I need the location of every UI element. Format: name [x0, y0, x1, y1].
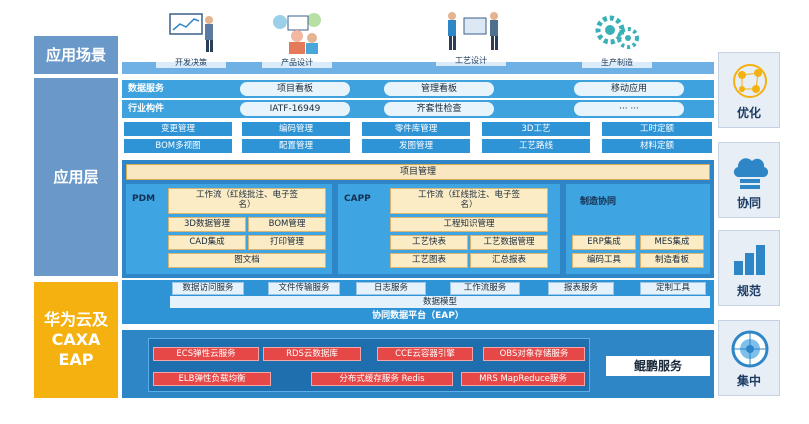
item-more: ··· ··· — [574, 102, 684, 116]
project-management-bar: 项目管理 — [126, 164, 710, 180]
row-data-service: 数据服务 项目看板 管理看板 移动应用 — [122, 80, 714, 98]
capp-quick-table: 工艺快表 — [390, 235, 468, 250]
scene-caption: 开发决策 — [156, 57, 226, 68]
capp-summary: 汇总报表 — [470, 253, 548, 268]
cloud-server-icon — [733, 158, 769, 189]
item-parts-library: 零件库管理 — [362, 122, 470, 136]
item-bom-views: BOM多视图 — [124, 139, 232, 153]
svc-log: 日志服务 — [356, 282, 426, 295]
scene-production: 生产制造 — [582, 10, 652, 68]
item-kitting-check: 齐套性检查 — [384, 102, 494, 116]
svc-elb: ELB弹性负载均衡 — [153, 372, 271, 386]
item-labor-quota: 工时定额 — [602, 122, 712, 136]
right-card-centralize: 集中 — [718, 320, 780, 396]
scene-caption: 生产制造 — [582, 57, 652, 68]
svc-redis: 分布式缓存服务 Redis — [311, 372, 453, 386]
svc-custom-tools: 定制工具 — [640, 282, 706, 295]
network-icon — [733, 64, 767, 98]
right-label: 优化 — [736, 106, 761, 120]
svc-obs: OBS对象存储服务 — [483, 347, 585, 361]
row-management-2: BOM多视图 配置管理 发图管理 工艺路线 材料定额 — [122, 139, 714, 153]
item-management-board: 管理看板 — [384, 82, 494, 96]
mfg-coding-tool: 编码工具 — [572, 253, 636, 268]
item-project-board: 项目看板 — [240, 82, 350, 96]
item-process-route: 工艺路线 — [482, 139, 590, 153]
label-application-layer: 应用层 — [34, 78, 118, 276]
item-3d-process: 3D工艺 — [482, 122, 590, 136]
mfg-erp: ERP集成 — [572, 235, 636, 250]
label-application-scenarios: 应用场景 — [34, 36, 118, 74]
scene-caption: 产品设计 — [262, 57, 332, 68]
presentation-icon — [169, 13, 213, 52]
eap-platform: 数据访问服务 文件传输服务 日志服务 工作流服务 报表服务 定制工具 数据模型 … — [122, 280, 714, 324]
mfg-board: 制造看板 — [640, 253, 704, 268]
label-huawei-cloud-caxa-eap: 华为云及 CAXA EAP — [34, 282, 118, 398]
item-release-mgmt: 发图管理 — [362, 139, 470, 153]
capp-process-data: 工艺数据管理 — [470, 235, 548, 250]
capp-workflow: 工作流（红线批注、电子签名） — [390, 188, 548, 214]
label-cloud-text: 华为云及 CAXA EAP — [43, 310, 108, 369]
kunpeng-services-block: ECS弹性云服务 RDS云数据库 CCE云容器引擎 OBS对象存储服务 ELB弹… — [122, 330, 714, 398]
item-mobile-app: 移动应用 — [574, 82, 684, 96]
mfg-mes: MES集成 — [640, 235, 704, 250]
svc-cce: CCE云容器引擎 — [377, 347, 473, 361]
pdm-print: 打印管理 — [248, 235, 326, 250]
eap-title: 协同数据平台（EAP） — [372, 311, 464, 321]
panel-capp: CAPP 工作流（红线批注、电子签名） 工程知识管理 工艺快表 工艺数据管理 工… — [338, 184, 560, 274]
item-material-quota: 材料定额 — [602, 139, 712, 153]
svc-mrs: MRS MapReduce服务 — [461, 372, 585, 386]
row-management-1: 变更管理 编码管理 零件库管理 3D工艺 工时定额 — [122, 122, 714, 136]
svc-workflow: 工作流服务 — [450, 282, 520, 295]
svc-report: 报表服务 — [548, 282, 614, 295]
capp-process-chart: 工艺图表 — [390, 253, 468, 268]
svc-data-access: 数据访问服务 — [172, 282, 244, 295]
panel-pdm: PDM 工作流（红线批注、电子签名） 3D数据管理 BOM管理 CAD集成 打印… — [126, 184, 332, 274]
scene-decision: 开发决策 — [156, 10, 226, 68]
pdm-documents: 图文档 — [168, 253, 326, 268]
scene-product-design: 产品设计 — [262, 10, 332, 68]
pdm-bom: BOM管理 — [248, 217, 326, 232]
scene-caption: 工艺设计 — [436, 55, 506, 66]
design-team-icon — [273, 13, 321, 54]
target-icon — [731, 330, 769, 368]
item-change-mgmt: 变更管理 — [124, 122, 232, 136]
right-label: 规范 — [736, 284, 761, 298]
row-title: 行业构件 — [128, 104, 165, 114]
capp-knowledge: 工程知识管理 — [390, 217, 548, 232]
panel-manufacturing: 制造协同 ERP集成 MES集成 编码工具 制造看板 — [566, 184, 710, 274]
engineers-icon — [448, 12, 498, 50]
right-card-collaborate: 协同 — [718, 142, 780, 218]
gears-icon — [595, 15, 639, 49]
row-industry-components: 行业构件 IATF-16949 齐套性检查 ··· ··· — [122, 100, 714, 118]
row-title: 数据服务 — [128, 84, 165, 94]
svc-ecs: ECS弹性云服务 — [153, 347, 259, 361]
right-card-standardize: 规范 — [718, 230, 780, 306]
pdm-cad: CAD集成 — [168, 235, 246, 250]
pdm-3d-data: 3D数据管理 — [168, 217, 246, 232]
panel-title: CAPP — [344, 194, 371, 204]
blocks-icon — [734, 245, 765, 275]
scene-process-design: 工艺设计 — [436, 8, 506, 66]
panel-title: 制造协同 — [580, 197, 617, 207]
right-card-optimize: 优化 — [718, 52, 780, 128]
item-iatf: IATF-16949 — [240, 102, 350, 116]
project-management-block: 项目管理 PDM 工作流（红线批注、电子签名） 3D数据管理 BOM管理 CAD… — [122, 160, 714, 278]
panel-title: PDM — [132, 194, 156, 204]
pdm-workflow: 工作流（红线批注、电子签名） — [168, 188, 326, 214]
data-model-bar: 数据模型 — [170, 296, 710, 308]
item-coding-mgmt: 编码管理 — [242, 122, 350, 136]
item-config-mgmt: 配置管理 — [242, 139, 350, 153]
kunpeng-title: 鲲鹏服务 — [606, 356, 710, 376]
svc-rds: RDS云数据库 — [263, 347, 361, 361]
right-label: 集中 — [736, 374, 761, 388]
right-label: 协同 — [736, 196, 761, 210]
svc-file-transfer: 文件传输服务 — [268, 282, 340, 295]
kunpeng-services-group: ECS弹性云服务 RDS云数据库 CCE云容器引擎 OBS对象存储服务 ELB弹… — [148, 338, 590, 392]
